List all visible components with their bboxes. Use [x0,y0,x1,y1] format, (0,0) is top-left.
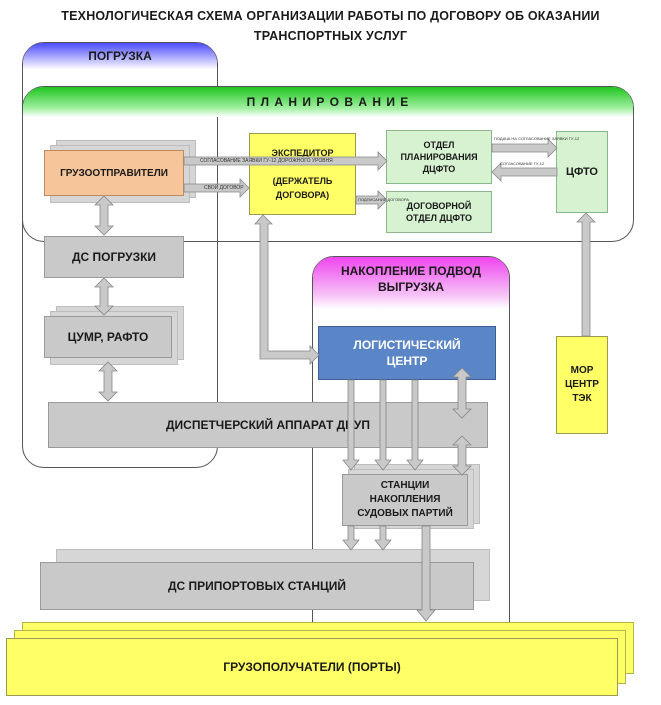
label-submit-gu12: ПОДАЧА НА СОГЛАСОВАНИЕ ЗАЯВКИ ГУ-12 [494,136,580,141]
arrow-planning-cfto [491,138,558,158]
loading-station-label: ДС ПОГРУЗКИ [71,250,157,264]
forwarder-label-1: ЭКСПЕДИТОР [271,148,334,158]
arrow-dispatch-acc [452,435,472,476]
arrow-shippers-planning [183,151,388,171]
accumulation-stations-label: СТАНЦИИ НАКОПЛЕНИЯ СУДОВЫХ ПАРТИЙ [357,480,453,519]
dispatch-label: ДИСПЕТЧЕРСКИЙ АППАРАТ ДЦУП [165,418,371,432]
lane-loading-label: ПОГРУЗКА [88,49,152,63]
cfto-label: ЦФТО [565,166,598,178]
arrow-logistics-dispatch [452,367,472,419]
arrow-logistics-down-3 [406,379,424,471]
arrow-shippers-ds [94,195,114,236]
shippers-label: ГРУЗООТПРАВИТЕЛИ [60,167,168,179]
diagram-title: ТЕХНОЛОГИЧЕСКАЯ СХЕМА ОРГАНИЗАЦИИ РАБОТЫ… [20,6,641,46]
arrow-ds-tsumr [94,277,114,316]
lane-planning-label: П Л А Н И Р О В А Н И Е [246,95,410,109]
arrow-shippers-forwarder [183,178,250,198]
label-approval-gu12: СОГЛАСОВАНИЕ ЗАЯВКИ ГУ-12 ДОРОЖНОГО УРОВ… [200,158,333,164]
forwarder-label-2: (ДЕРЖАТЕЛЬ ДОГОВОРА) [272,176,333,200]
loading-station-box[interactable]: ДС ПОГРУЗКИ [44,236,184,278]
lane-planning-header: П Л А Н И Р О В А Н И Е [23,87,633,117]
mor-label: МОР ЦЕНТР ТЭК [565,365,599,404]
lane-accumulation-header: НАКОПЛЕНИЕ ПОДВОД ВЫГРУЗКА [313,257,509,309]
arrow-acc-down-1 [342,525,360,551]
tsumr-box[interactable]: ЦУМР, РАФТО [44,316,172,358]
logistics-center-label: ЛОГИСТИЧЕСКИЙ ЦЕНТР [353,338,461,368]
arrow-forwarder-contract [355,190,388,210]
port-stations-label: ДС ПРИПОРТОВЫХ СТАНЦИЙ [167,579,346,593]
shippers-box[interactable]: ГРУЗООТПРАВИТЕЛИ [44,150,184,196]
label-approval-gu12-short: СОГЛАСОВАНИЕ ГУ-12 [500,161,545,166]
consignees-box[interactable]: ГРУЗОПОЛУЧАТЕЛИ (ПОРТЫ) [6,638,618,696]
planning-dept-label: ОТДЕЛ ПЛАНИРОВАНИЯ ДЦФТО [400,140,478,174]
mor-box[interactable]: МОР ЦЕНТР ТЭК [556,336,608,434]
arrow-cfto-planning [491,162,558,182]
contract-dept-box[interactable]: ДОГОВОРНОЙ ОТДЕЛ ДЦФТО [386,191,492,233]
tsumr-label: ЦУМР, РАФТО [67,330,149,344]
port-stations-box[interactable]: ДС ПРИПОРТОВЫХ СТАНЦИЙ [40,562,474,610]
arrow-logistics-down-2 [374,379,392,471]
forwarder-box[interactable]: ЭКСПЕДИТОР (ДЕРЖАТЕЛЬ ДОГОВОРА) [249,133,356,215]
diagram-title-line1: ТЕХНОЛОГИЧЕСКАЯ СХЕМА ОРГАНИЗАЦИИ РАБОТЫ… [61,9,600,23]
label-sign-contract: ПОДПИСАНИЕ ДОГОВОРА [358,197,409,202]
label-own-contract: СВОЙ ДОГОВОР [204,185,244,191]
lane-loading-header: ПОГРУЗКА [23,43,217,69]
arrow-tsumr-dispatch [98,361,118,402]
arrow-acc-down-2 [374,525,392,551]
consignees-label: ГРУЗОПОЛУЧАТЕЛИ (ПОРТЫ) [223,660,401,674]
planning-dept-box[interactable]: ОТДЕЛ ПЛАНИРОВАНИЯ ДЦФТО [386,130,492,184]
diagram-title-line2: ТРАНСПОРТНЫХ УСЛУГ [253,29,408,43]
lane-loading: ПОГРУЗКА [22,42,218,468]
lane-accumulation-label-2: ВЫГРУЗКА [377,280,445,294]
lane-planning: П Л А Н И Р О В А Н И Е [22,86,634,242]
contract-dept-label: ДОГОВОРНОЙ ОТДЕЛ ДЦФТО [405,201,473,223]
logistics-center-box[interactable]: ЛОГИСТИЧЕСКИЙ ЦЕНТР [318,326,496,380]
arrow-logistics-down-1 [342,379,360,471]
arrow-forwarder-logistics [254,214,320,365]
accumulation-stations-box[interactable]: СТАНЦИИ НАКОПЛЕНИЯ СУДОВЫХ ПАРТИЙ [342,474,468,526]
lane-accumulation-label-1: НАКОПЛЕНИЕ ПОДВОД [340,264,482,278]
arrow-mor-cfto [576,212,596,337]
arrow-to-consignees [416,525,436,622]
